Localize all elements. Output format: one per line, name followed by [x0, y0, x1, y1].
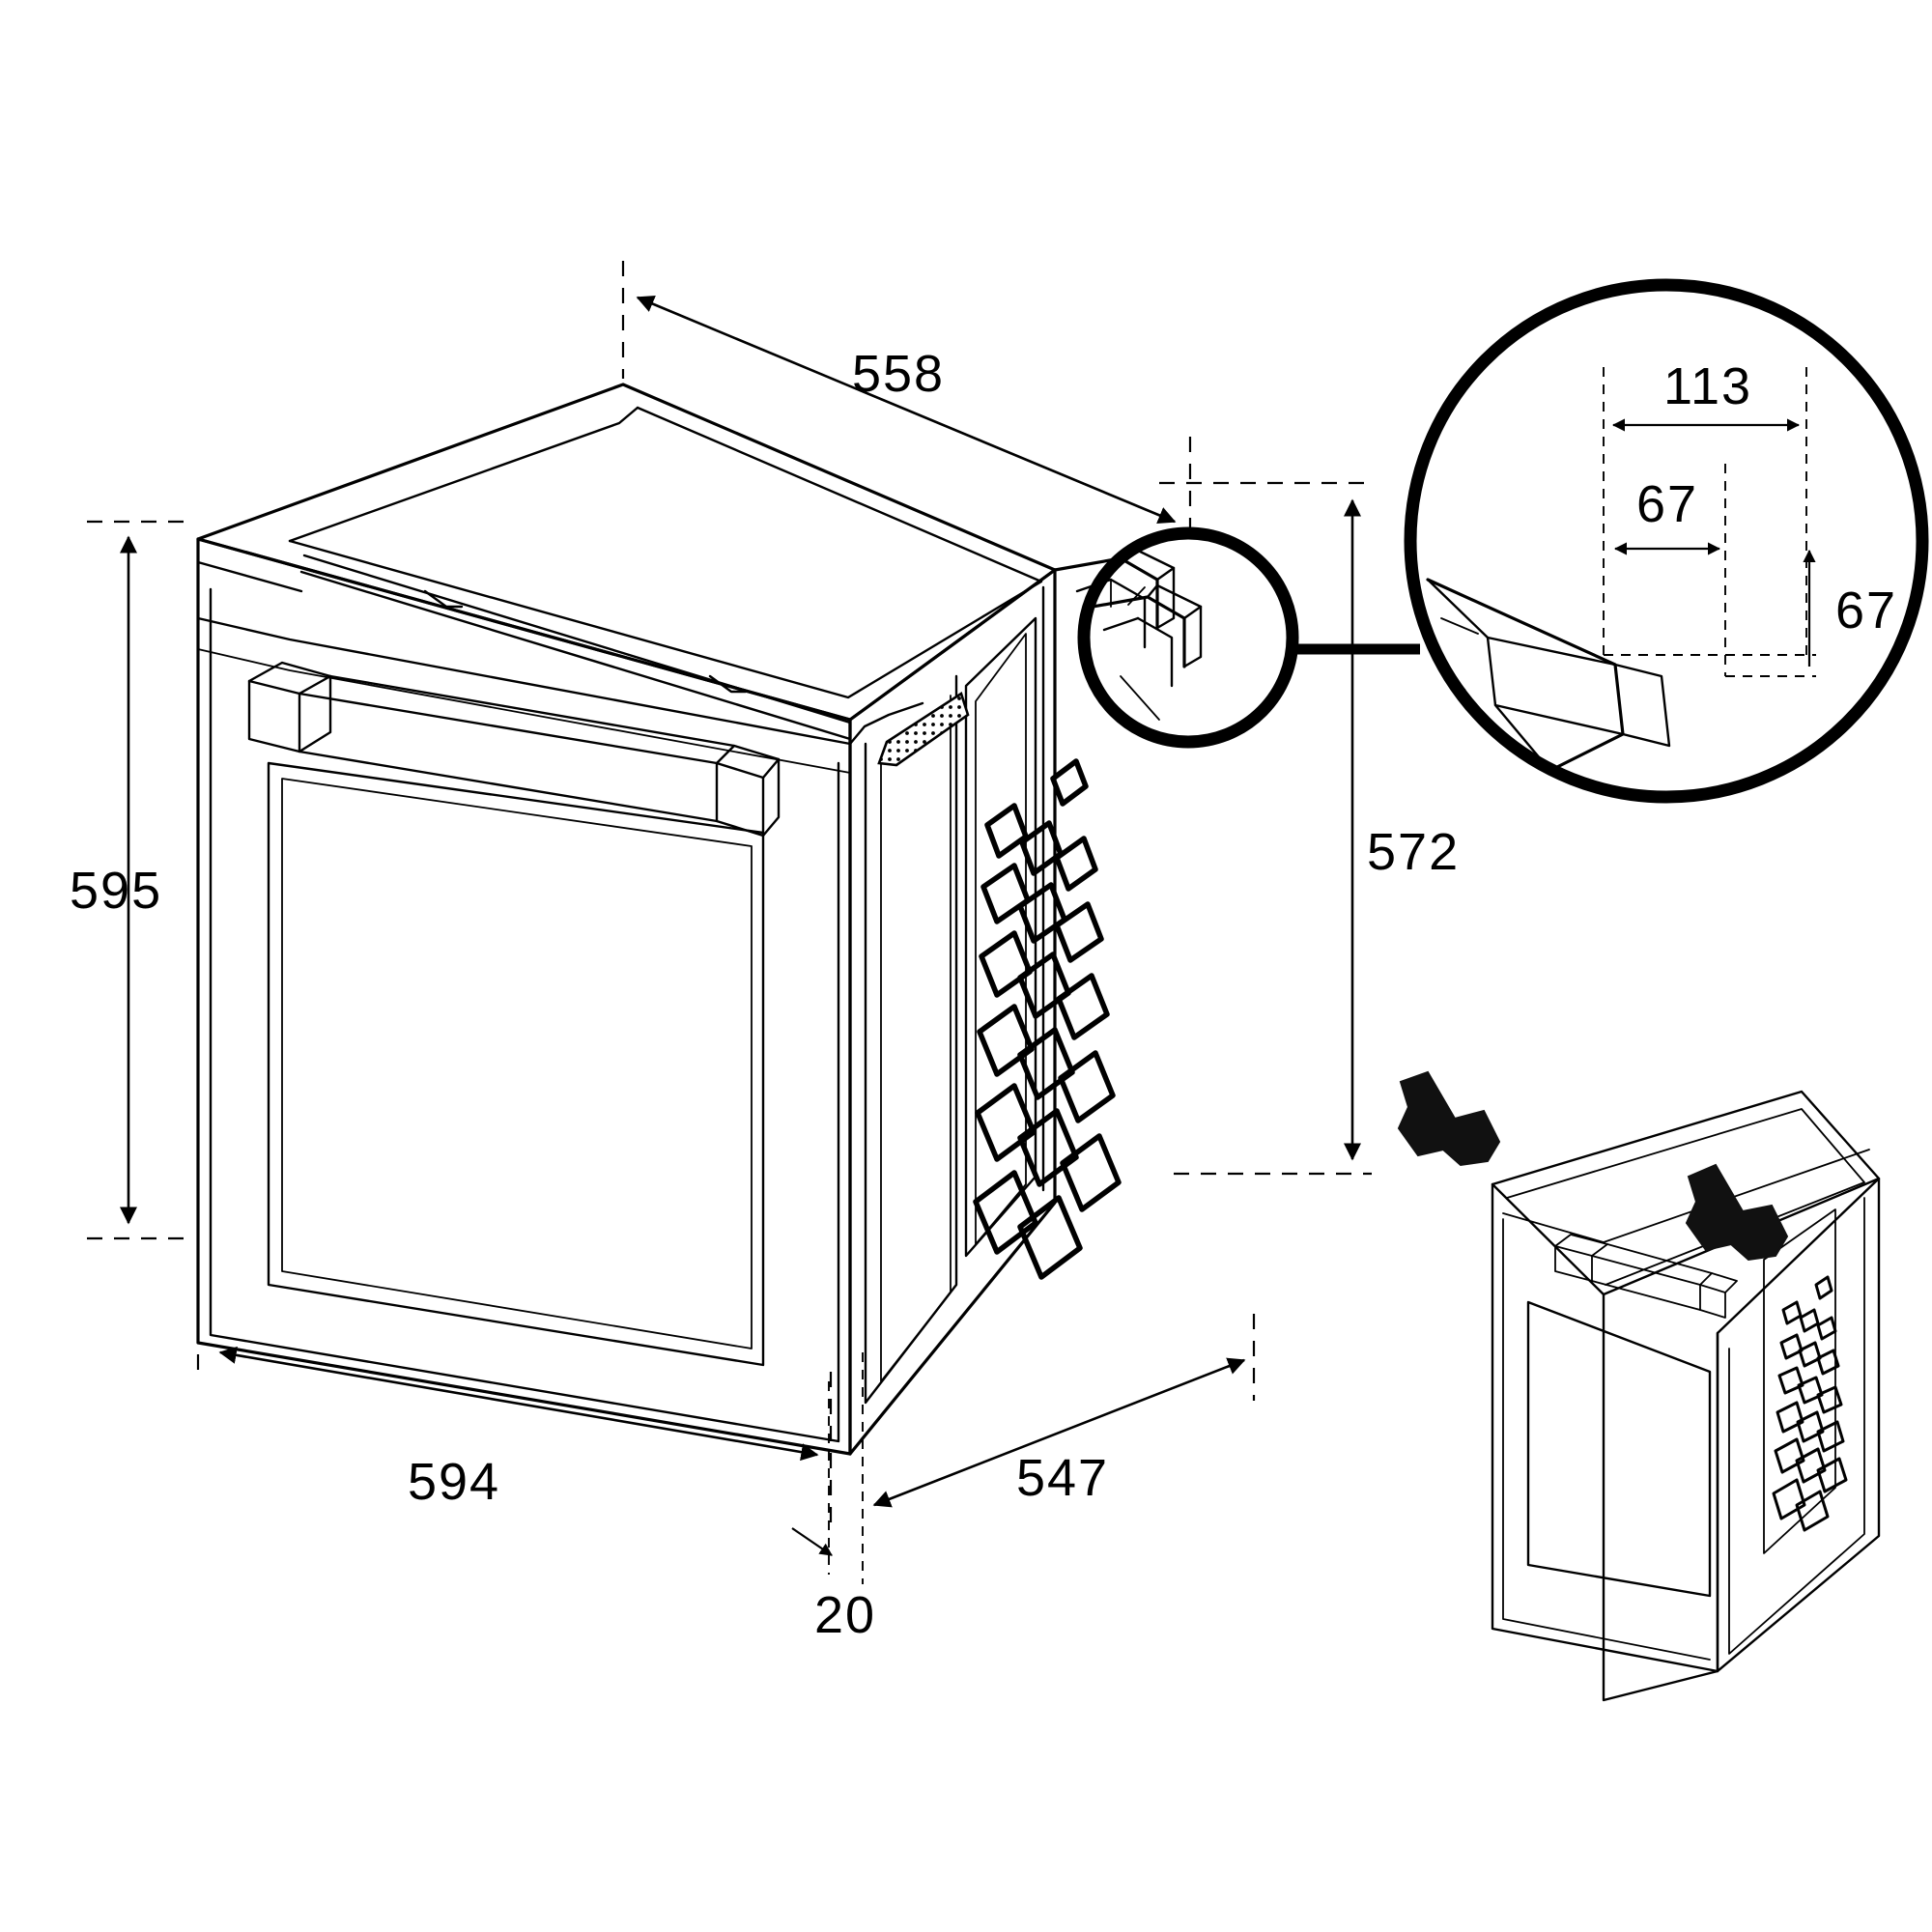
- dimension-547: [872, 1314, 1256, 1508]
- inset-control-keys: [1772, 1275, 1848, 1532]
- dimension-572: [1159, 481, 1372, 1176]
- inset-rear-view: [1397, 1070, 1881, 1702]
- dimension-20: [791, 1352, 864, 1584]
- oven-control-panel-side: [848, 568, 1057, 1456]
- door-handle: [247, 661, 781, 838]
- vent-grille-icon: [877, 691, 970, 767]
- dimension-558: [621, 261, 1192, 541]
- dimension-594: [196, 1246, 833, 1526]
- dimension-label-20: 20: [814, 1586, 876, 1644]
- detail-label-113: 113: [1663, 357, 1752, 415]
- magnifier-circle-icon: [1077, 526, 1299, 749]
- detail-view-content: [1426, 367, 1816, 797]
- detail-magnified-circle: [1404, 278, 1929, 804]
- detail-label-inner-67: 67: [1636, 475, 1698, 533]
- detail-label-height-67: 67: [1835, 582, 1897, 639]
- dimension-label-558: 558: [852, 345, 945, 403]
- dimension-label-595: 595: [70, 862, 162, 920]
- dimension-label-572: 572: [1367, 823, 1460, 881]
- dimension-label-594: 594: [408, 1453, 500, 1511]
- oven-top-panel: [196, 383, 1057, 741]
- dimension-595: [87, 520, 193, 1240]
- callout-circle-content: [1082, 579, 1203, 721]
- oven-front-door: [196, 537, 852, 1456]
- control-panel-keys: [973, 758, 1122, 1280]
- mounting-bracket-icon: [1397, 1070, 1789, 1262]
- detail-dimensions: [1611, 418, 1816, 667]
- corner-detail-callout: [1077, 278, 1929, 804]
- main-oven-assembly: [196, 383, 1176, 1456]
- dimension-label-547: 547: [1016, 1449, 1109, 1507]
